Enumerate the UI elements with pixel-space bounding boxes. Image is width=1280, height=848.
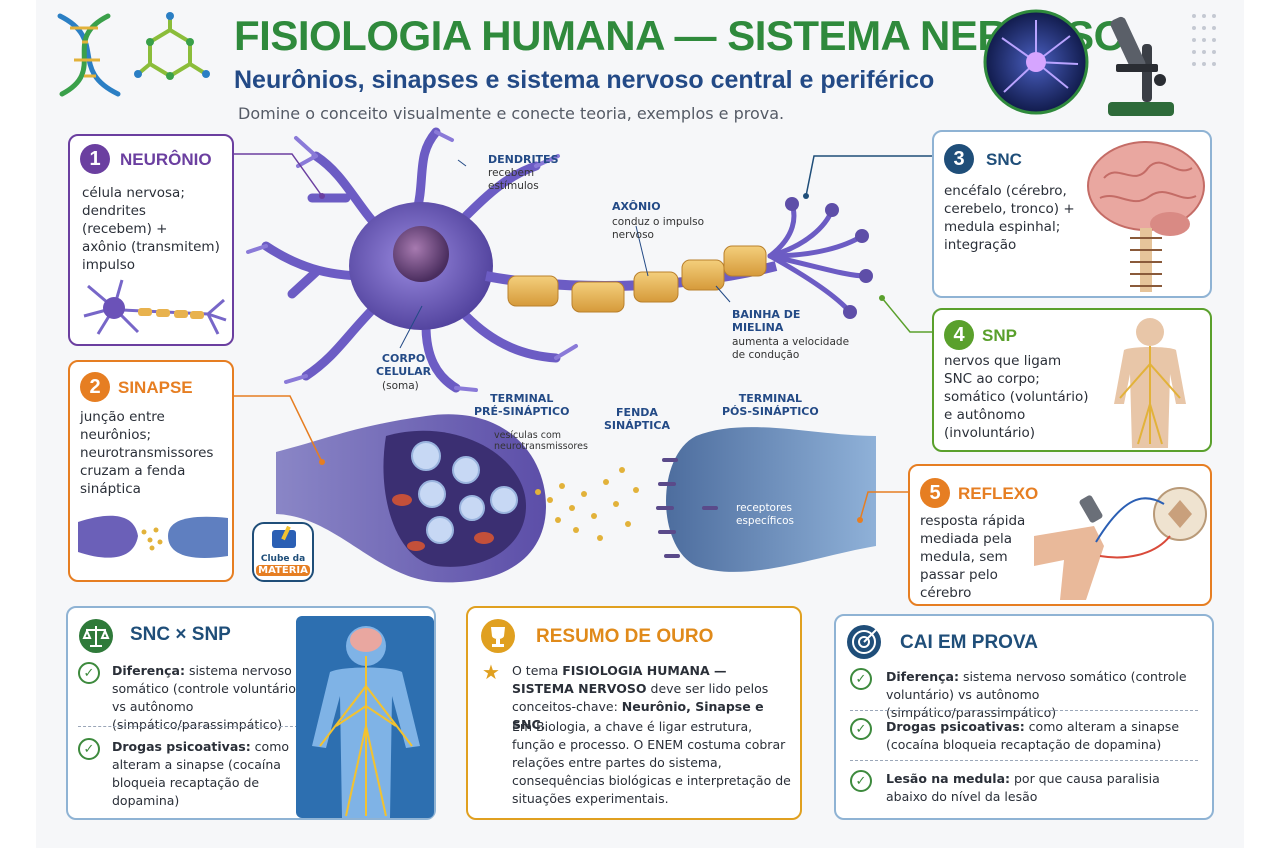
check-icon: ✓ <box>850 770 872 792</box>
axonio-label: AXÔNIO <box>612 200 661 213</box>
balance-scale-icon <box>79 619 113 653</box>
divider <box>850 710 1198 711</box>
card-reflexo-number: 5 <box>920 478 950 508</box>
prova-item-3: Lesão na medula: por que causa paralisia… <box>886 771 1160 804</box>
synapse-illustration <box>276 414 876 583</box>
neuron-illustration <box>246 127 873 393</box>
brain-icon <box>1087 141 1205 292</box>
card-sinapse: 2 SINAPSE junção entre neurônios; neurot… <box>68 360 234 582</box>
microscope-icon <box>1108 16 1174 116</box>
receptores-label: receptores específicos <box>736 502 795 527</box>
card-sinapse-title: SINAPSE <box>118 378 193 397</box>
card-reflexo-title: REFLEXO <box>958 484 1039 503</box>
clube-materia-badge: Clube da MATÉRIA <box>252 522 314 582</box>
card-resumo-title: RESUMO DE OURO <box>536 626 714 647</box>
card-sinapse-text: junção entre neurônios; neurotransmissor… <box>80 409 214 497</box>
card-prova-title: CAI EM PROVA <box>900 632 1038 653</box>
corpo-celular-label: CORPO CELULAR <box>376 352 432 378</box>
check-icon: ✓ <box>78 738 100 760</box>
dots-decoration-icon <box>1192 14 1216 66</box>
pos-sinaptico-label: TERMINAL PÓS-SINÁPTICO <box>722 392 819 418</box>
pre-sinaptico-label: TERMINAL PRÉ-SINÁPTICO <box>474 392 570 418</box>
divider <box>850 760 1198 761</box>
dendrites-sublabel: recebem estímulos <box>488 167 539 192</box>
card-prova: CAI EM PROVA ✓ Diferença: sistema nervos… <box>834 614 1214 820</box>
nervous-system-body-icon <box>296 616 434 818</box>
page-title: FISIOLOGIA HUMANA — SISTEMA NERVOSO <box>234 12 1126 59</box>
target-icon <box>847 625 881 659</box>
badge-line1: Clube da <box>260 554 306 564</box>
card-snc: 3 SNC encéfalo (cérebro, cerebelo, tronc… <box>932 130 1212 298</box>
prova-item-1: Diferença: sistema nervoso somático (con… <box>886 669 1187 720</box>
corpo-celular-sublabel: (soma) <box>382 380 419 392</box>
card-neuronio-title: NEURÔNIO <box>120 150 212 169</box>
card-snp-number: 4 <box>944 320 974 350</box>
card-reflexo: 5 REFLEXO resposta rápida mediada pela m… <box>908 464 1212 606</box>
check-icon: ✓ <box>850 668 872 690</box>
mini-synapse-icon <box>78 515 228 558</box>
card-snp: 4 SNP nervos que ligam SNC ao corpo; som… <box>932 308 1212 452</box>
resumo-paragraph-2: Em Biologia, a chave é ligar estrutura, … <box>512 719 791 806</box>
card-snp-text: nervos que ligam SNC ao corpo; somático … <box>944 353 1089 441</box>
card-snc-text: encéfalo (cérebro, cerebelo, tronco) + m… <box>944 183 1075 253</box>
vesiculas-label: vesículas com neurotransmissores <box>494 430 588 452</box>
card-snc-snp-title: SNC × SNP <box>130 624 231 645</box>
reflex-arc-icon <box>1034 487 1207 600</box>
divider <box>78 726 298 727</box>
card-snc-number: 3 <box>944 144 974 174</box>
dendrites-label: DENDRITES <box>488 153 559 166</box>
card-snp-title: SNP <box>982 326 1017 345</box>
card-reflexo-text: resposta rápida mediada pela medula, sem… <box>920 513 1026 601</box>
resumo-paragraph-1: O tema FISIOLOGIA HUMANA — SISTEMA NERVO… <box>512 663 769 732</box>
bainha-label: BAINHA DE MIELINA <box>732 308 801 334</box>
star-icon: ★ <box>482 660 500 684</box>
card-sinapse-number: 2 <box>80 372 110 402</box>
body-nerves-icon <box>1114 318 1186 448</box>
fenda-sinaptica-label: FENDA SINÁPTICA <box>604 406 670 432</box>
book-icon <box>272 526 296 548</box>
card-resumo: RESUMO DE OURO ★ O tema FISIOLOGIA HUMAN… <box>466 606 802 820</box>
snc-snp-item-2: Drogas psicoativas: como alteram a sinap… <box>112 739 290 808</box>
snc-snp-item-1: Diferença: sistema nervoso somático (con… <box>112 663 301 732</box>
molecule-icon <box>134 12 210 80</box>
page-tagline: Domine o conceito visualmente e conecte … <box>238 104 785 123</box>
badge-line2: MATÉRIA <box>256 565 310 576</box>
card-snc-snp: SNC × SNP ✓ Diferença: sistema nervoso s… <box>66 606 436 820</box>
trophy-icon <box>481 619 515 653</box>
bainha-sublabel: aumenta a velocidade de condução <box>732 336 850 361</box>
page-subtitle: Neurônios, sinapses e sistema nervoso ce… <box>234 66 935 94</box>
check-icon: ✓ <box>78 662 100 684</box>
dna-icon <box>57 13 121 97</box>
card-neuronio: 1 NEURÔNIO célula nervosa; dendrites (re… <box>68 134 234 346</box>
check-icon: ✓ <box>850 718 872 740</box>
mini-neuron-icon <box>83 279 227 335</box>
card-neuronio-number: 1 <box>80 144 110 174</box>
card-snc-title: SNC <box>986 150 1022 169</box>
axonio-sublabel: conduz o impulso nervoso <box>612 216 705 241</box>
prova-item-2: Drogas psicoativas: como alteram a sinap… <box>886 719 1180 752</box>
neuron-badge-icon <box>983 9 1089 115</box>
card-neuronio-text: célula nervosa; dendrites (recebem) + ax… <box>82 185 220 273</box>
